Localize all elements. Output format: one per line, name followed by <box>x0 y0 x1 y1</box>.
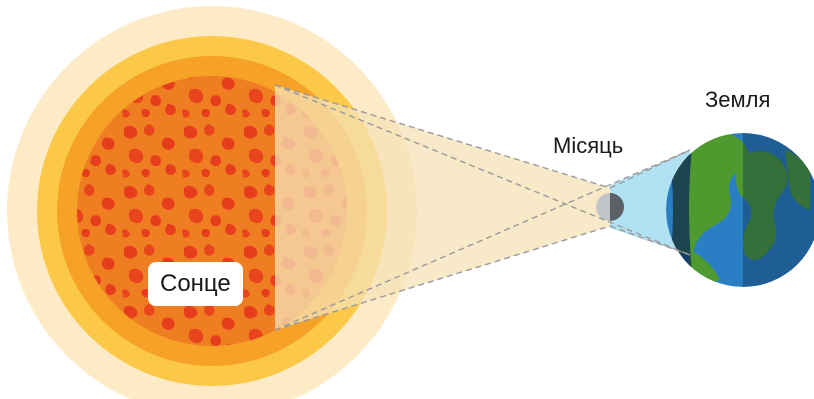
moon-label: Місяць <box>553 133 624 158</box>
sun-label: Сонце <box>148 262 243 306</box>
earth <box>666 133 814 287</box>
sun-light-cone <box>275 85 610 330</box>
earth-label: Земля <box>705 87 771 112</box>
sun-rays <box>274 84 691 331</box>
moon-dark-side <box>610 193 624 221</box>
